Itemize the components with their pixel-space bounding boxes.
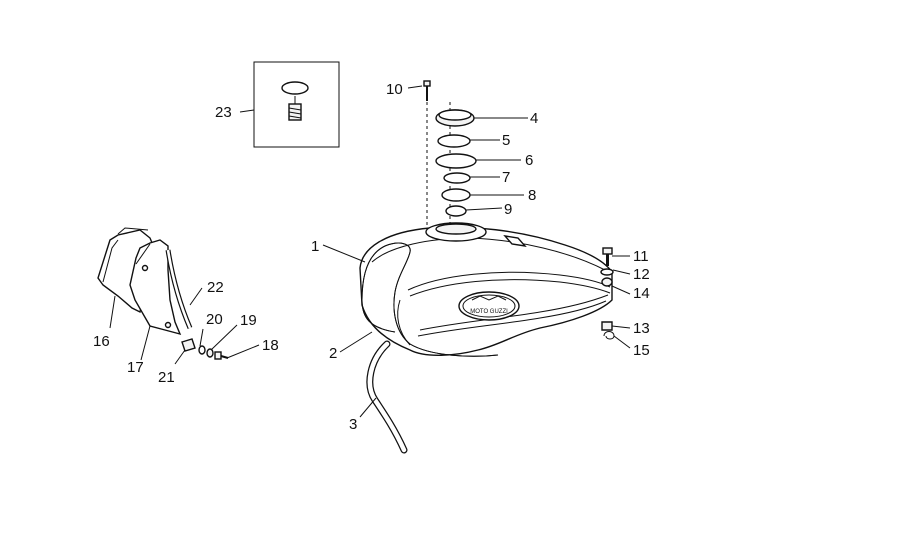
callout-3: 3: [349, 416, 357, 433]
callout-12: 12: [633, 266, 650, 283]
callout-4: 4: [530, 110, 538, 127]
callout-5: 5: [502, 132, 510, 149]
callout-18: 18: [262, 337, 279, 354]
leader-lines: [109, 85, 631, 418]
callout-1: 1: [311, 238, 319, 255]
callout-23: 23: [215, 104, 232, 121]
fuel-tank-1: [359, 222, 613, 356]
o-ring-icon: [281, 81, 309, 95]
side-cover-17: [129, 239, 182, 336]
screw-18: [214, 351, 229, 360]
screw-10: [423, 80, 431, 101]
callout-2: 2: [329, 345, 337, 362]
callout-21: 21: [158, 369, 175, 386]
frame-tube-2: [361, 242, 499, 357]
spacer-21: [181, 338, 196, 352]
callout-14: 14: [633, 285, 650, 302]
callout-11: 11: [633, 248, 649, 265]
washer-20: [198, 345, 206, 355]
callout-6: 6: [525, 152, 533, 169]
moto-guzzi-emblem: MOTO GUZZI: [458, 291, 520, 321]
screw-11: [602, 247, 613, 266]
callout-10: 10: [386, 81, 403, 98]
gasket-6: [435, 153, 477, 169]
spring-icon: [288, 96, 302, 121]
callout-22: 22: [207, 279, 224, 296]
emblem-text: MOTO GUZZI: [470, 309, 508, 315]
callout-20: 20: [206, 311, 223, 328]
ring-9: [445, 205, 467, 217]
callout-7: 7: [502, 169, 510, 186]
clip-15: [603, 331, 615, 340]
inset-box-part-23: [253, 61, 340, 148]
washer-12: [600, 268, 614, 276]
callout-13: 13: [633, 320, 650, 337]
callout-15: 15: [633, 342, 650, 359]
callout-9: 9: [504, 201, 512, 218]
ring-7: [443, 172, 471, 184]
callout-17: 17: [127, 359, 144, 376]
ring-5: [437, 134, 471, 148]
strip-22: [165, 249, 193, 329]
ring-8: [441, 188, 471, 202]
fasteners-18-21: [181, 338, 229, 360]
hose-3: [366, 340, 408, 454]
callout-19: 19: [240, 312, 257, 329]
filler-cap-stack: [423, 80, 477, 230]
bushing-14: [601, 277, 613, 287]
callout-8: 8: [528, 187, 536, 204]
callout-labels: 1 2 3 4 5 6 7 8 9 10 11 12 13 14 15 16 1…: [93, 81, 650, 433]
washer-19: [206, 348, 214, 358]
clip-13: [601, 321, 613, 331]
callout-16: 16: [93, 333, 110, 350]
right-hardware: [600, 247, 615, 340]
